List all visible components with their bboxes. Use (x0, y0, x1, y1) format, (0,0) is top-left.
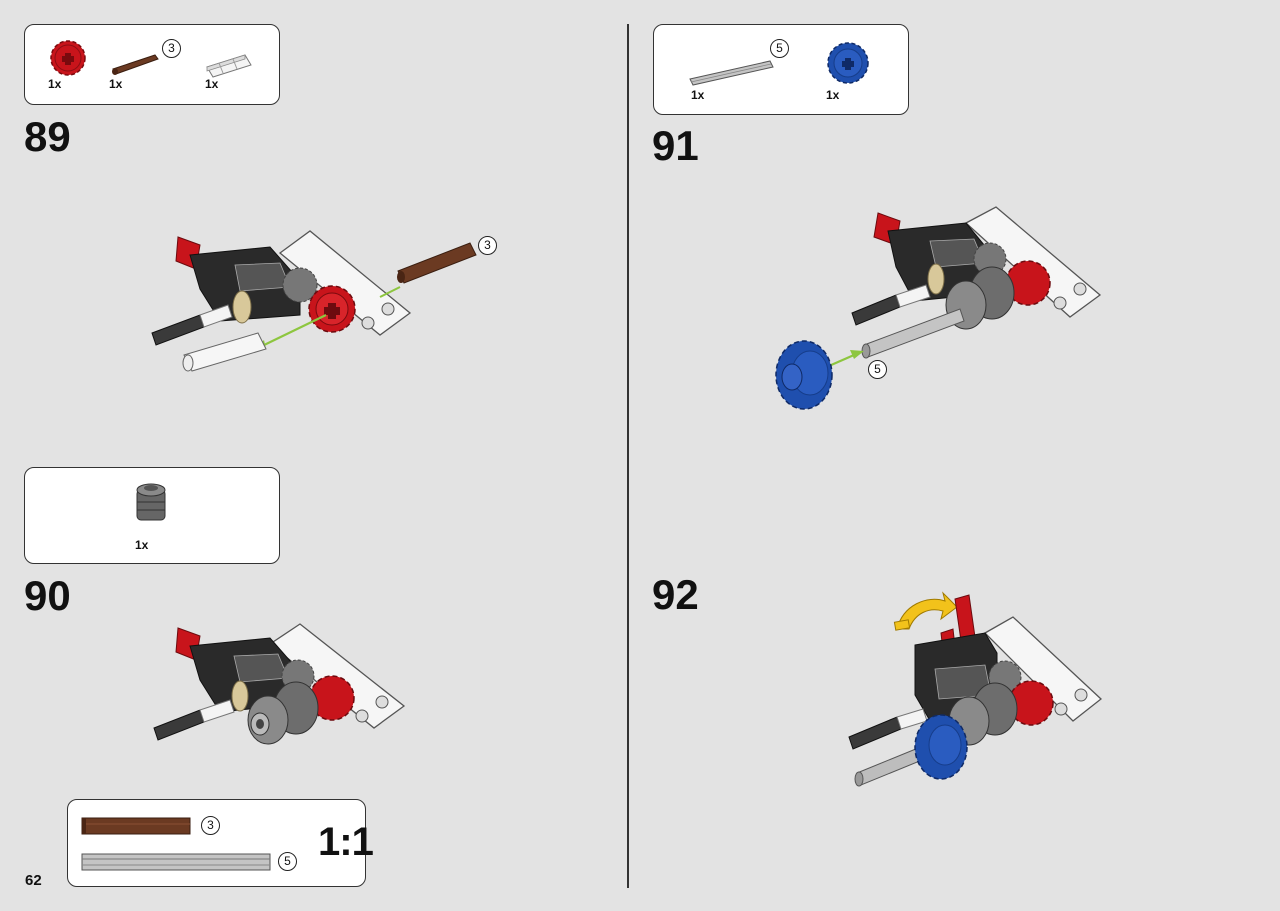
step-92-assembly-illustration (848, 591, 1102, 787)
part-quantity: 1x (205, 77, 219, 91)
part-quantity: 1x (48, 77, 62, 91)
callout-length-badge: 3 (478, 236, 497, 255)
page-divider (627, 24, 629, 888)
brown-axle-part-icon (112, 54, 159, 75)
step-91-assembly-illustration (775, 206, 1102, 410)
scale-length-badge: 5 (278, 852, 297, 871)
part-quantity: 1x (691, 88, 705, 102)
axle-length-badge: 3 (162, 39, 181, 58)
step-number-91: 91 (652, 122, 699, 169)
step-number-89: 89 (24, 113, 71, 160)
part-quantity: 1x (135, 538, 149, 552)
step-89-assembly-illustration (151, 230, 477, 372)
part-quantity: 1x (109, 77, 123, 91)
grey-bushing-part-icon (136, 483, 166, 521)
brown-axle-scale-drawing (81, 817, 191, 835)
step-91-parts-box: 5 1x 1x (653, 24, 909, 115)
blue-gear-part-icon (827, 42, 869, 84)
step-number-90: 90 (24, 572, 71, 619)
step-90-assembly-illustration (153, 623, 406, 745)
white-connector-part-icon (206, 54, 252, 78)
step-89-parts-box: 1x 3 1x 1x (24, 24, 280, 105)
step-number-92: 92 (652, 571, 699, 618)
scale-ratio-label: 1:1 (318, 820, 374, 864)
part-quantity: 1x (826, 88, 840, 102)
scale-reference-box: 3 5 1:1 (67, 799, 374, 887)
grey-axle-part-icon (689, 60, 774, 86)
callout-length-badge: 5 (868, 360, 887, 379)
scale-length-badge: 3 (201, 816, 220, 835)
step-90-parts-box: 1x (24, 467, 280, 564)
grey-axle-scale-drawing (81, 853, 271, 871)
red-gear-part-icon (50, 40, 86, 76)
page-number: 62 (25, 872, 42, 889)
axle-length-badge: 5 (770, 39, 789, 58)
